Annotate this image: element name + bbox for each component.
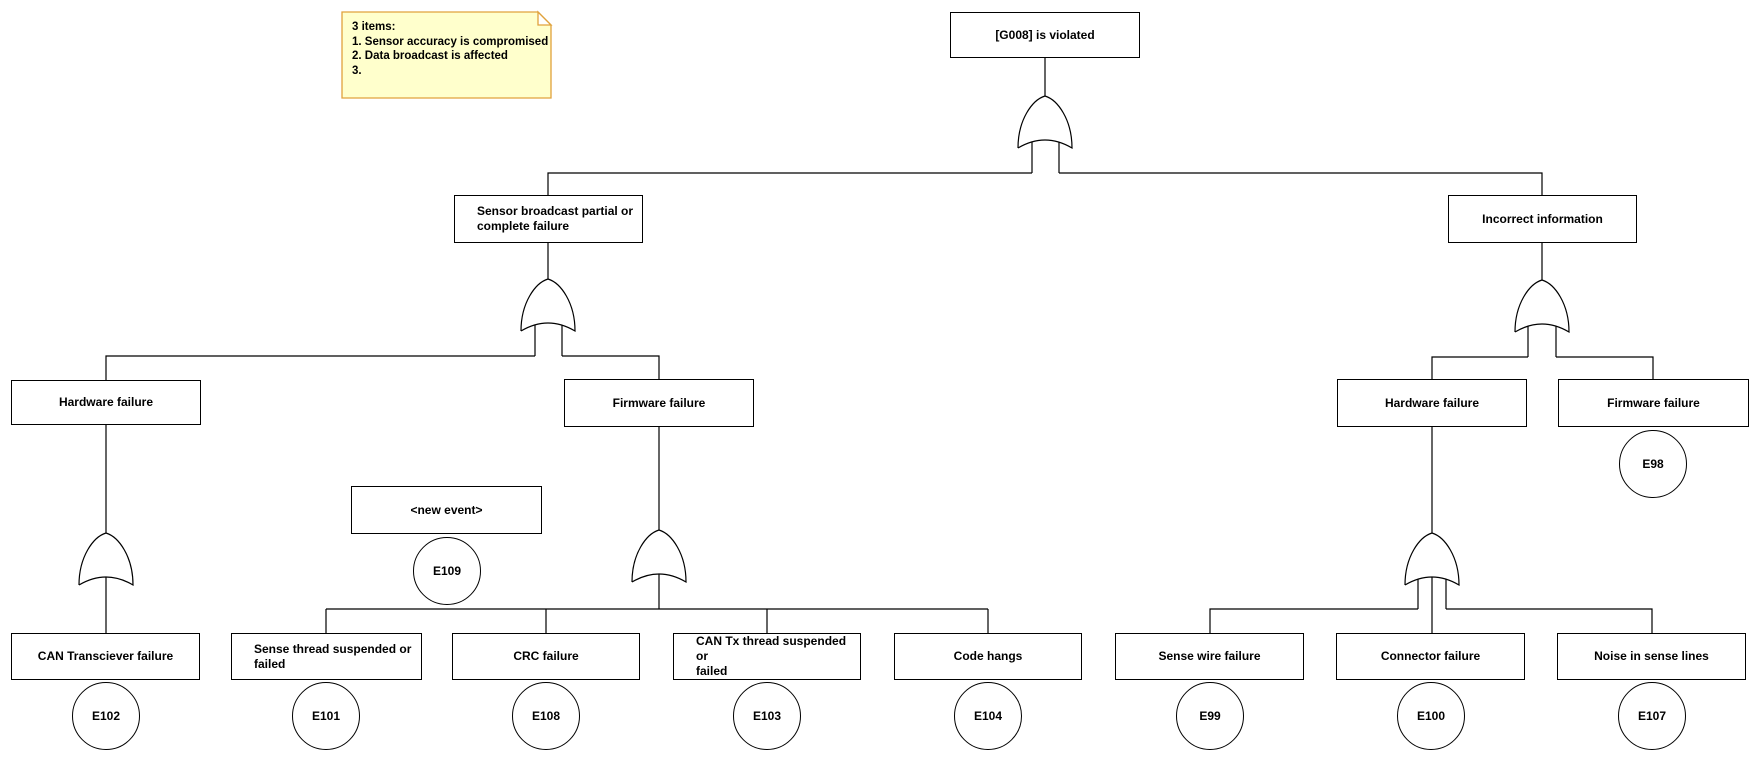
note-line: 1. Sensor accuracy is compromised [352,35,549,48]
node-box-sense-wire-failure[interactable]: Sense wire failure [1115,633,1304,680]
or-gate-sensor-broadcast[interactable] [520,278,576,333]
node-label: CAN Tx thread suspended or failed [696,634,847,678]
connector-elbow [547,172,1032,195]
node-box-hardware-failure-right[interactable]: Hardware failure [1337,379,1527,427]
note-line: 3. [352,64,362,77]
node-label: CRC failure [513,649,579,663]
node-label: Sensor broadcast partial or complete fai… [477,204,634,233]
node-label: <new event> [410,502,483,517]
event-circle-e104[interactable]: E104 [954,682,1022,750]
connector-elbow [1556,356,1654,379]
node-label: Code hangs [953,649,1023,663]
sticky-note-text: 3 items: 1. Sensor accuracy is compromis… [352,20,548,78]
node-box-hardware-failure-left[interactable]: Hardware failure [11,380,201,425]
sticky-note-body[interactable] [341,11,552,99]
node-box-firmware-failure-left[interactable]: Firmware failure [564,379,754,427]
node-label: Incorrect information [1482,211,1603,226]
connector-elbow [105,355,535,380]
node-label: Firmware failure [612,395,706,410]
event-circle-e109[interactable]: E109 [413,537,481,605]
node-box-firmware-failure-right[interactable]: Firmware failure [1558,379,1749,427]
sticky-note[interactable] [341,10,553,99]
node-label: Hardware failure [1384,395,1480,410]
node-box-can-transciever-failure[interactable]: CAN Transciever failure [11,633,200,680]
event-circle-e100[interactable]: E100 [1397,682,1465,750]
connector-elbow [1446,608,1653,633]
sticky-note-fold [537,10,553,26]
node-box-connector-failure[interactable]: Connector failure [1336,633,1525,680]
event-circle-e108[interactable]: E108 [512,682,580,750]
or-gate-hardware-right[interactable] [1404,532,1460,587]
node-label: Noise in sense lines [1594,649,1709,663]
node-label: [G008] is violated [995,27,1095,42]
note-line: 2. Data broadcast is affected [352,50,508,62]
node-box-sense-thread[interactable]: Sense thread suspended or failed [231,633,422,680]
node-label: Connector failure [1380,649,1481,663]
connector-elbow [1431,356,1528,379]
node-box-code-hangs[interactable]: Code hangs [894,633,1082,680]
node-box-can-tx-thread[interactable]: CAN Tx thread suspended or failed [673,633,861,680]
or-gate-root[interactable] [1017,95,1073,150]
node-box-sensor-broadcast[interactable]: Sensor broadcast partial or complete fai… [454,195,643,243]
event-circle-e101[interactable]: E101 [292,682,360,750]
event-circle-e98[interactable]: E98 [1619,430,1687,498]
node-box-new-event[interactable]: <new event> [351,486,542,534]
event-circle-e99[interactable]: E99 [1176,682,1244,750]
event-circle-e103[interactable]: E103 [733,682,801,750]
node-label: CAN Transciever failure [37,649,174,663]
node-box-incorrect-information[interactable]: Incorrect information [1448,195,1637,243]
connector-elbow [1209,608,1418,633]
connector-elbow [1059,172,1543,195]
node-label: Sense thread suspended or failed [254,641,412,671]
node-label: Sense wire failure [1158,649,1261,663]
note-line: 3 items: [352,21,396,33]
node-box-noise-sense-lines[interactable]: Noise in sense lines [1557,633,1746,680]
event-circle-e102[interactable]: E102 [72,682,140,750]
or-gate-incorrect-info[interactable] [1514,279,1570,334]
event-circle-e107[interactable]: E107 [1618,682,1686,750]
node-box-crc-failure[interactable]: CRC failure [452,633,640,680]
connector-elbow [562,355,660,379]
or-gate-hardware-left[interactable] [78,532,134,587]
or-gate-firmware-left[interactable] [631,529,687,584]
node-label: Firmware failure [1607,395,1700,410]
node-label: Hardware failure [58,395,154,409]
node-box-g008[interactable]: [G008] is violated [950,12,1140,58]
